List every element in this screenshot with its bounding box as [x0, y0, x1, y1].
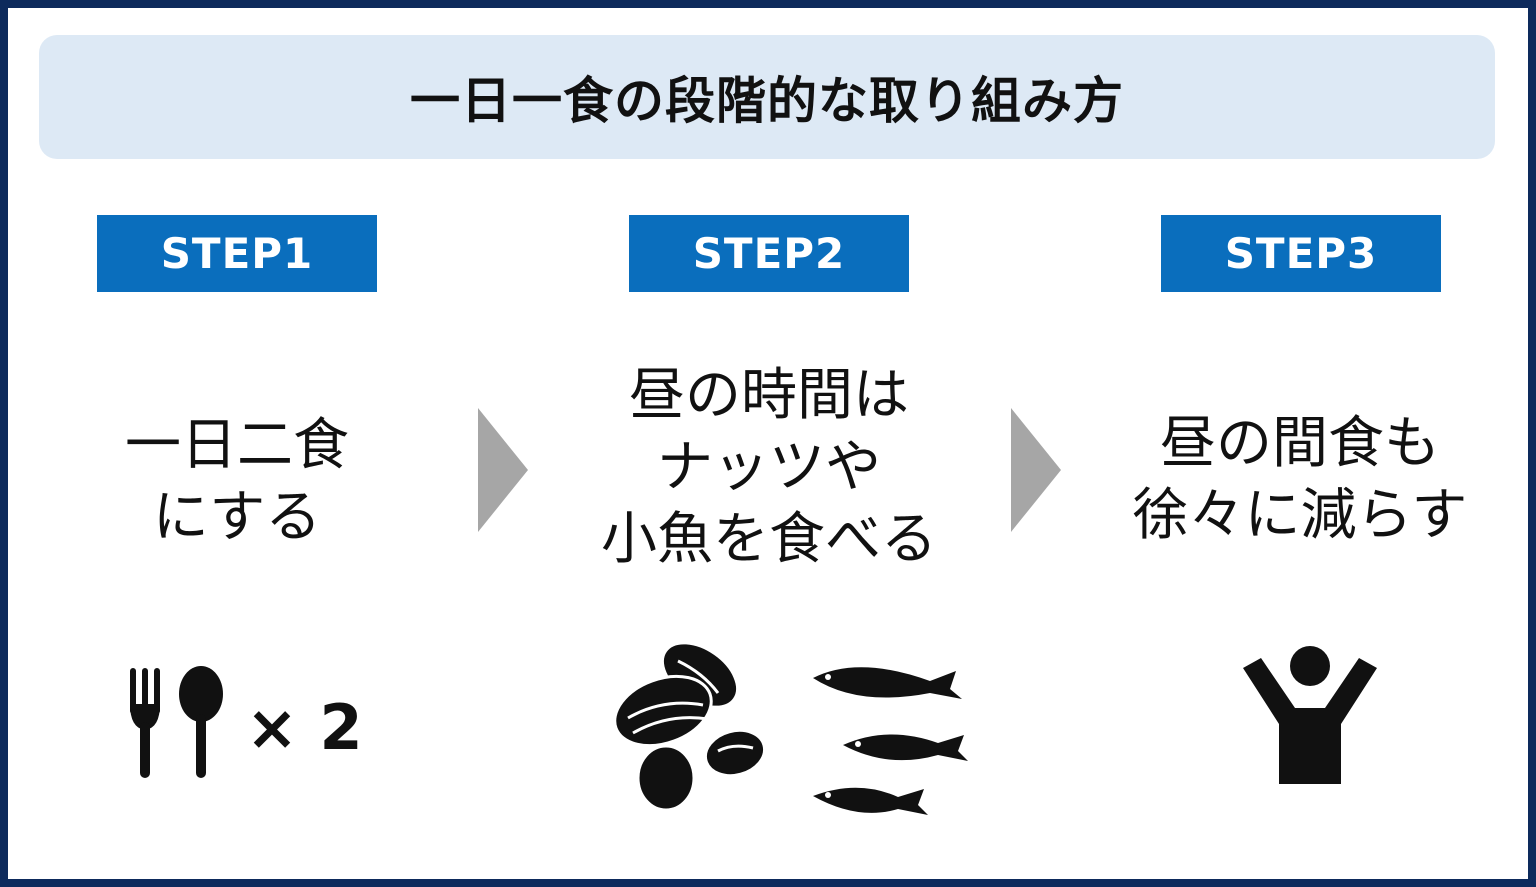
- step2-badge: STEP2: [629, 215, 909, 292]
- step1-badge: STEP1: [97, 215, 377, 292]
- small-fish-icon: [813, 667, 968, 815]
- person-arms-raised-icon: [1243, 646, 1377, 784]
- step3-badge: STEP3: [1161, 215, 1441, 292]
- almonds-icon: [613, 641, 767, 812]
- fork-and-spoon-icon: [130, 666, 223, 778]
- step1-text: 一日二食 にする: [17, 410, 457, 554]
- step3-line-2: 徐々に減らす: [1132, 483, 1468, 548]
- step3-line-1: 昼の間食も: [1160, 411, 1440, 476]
- times-two-label: × 2: [246, 691, 363, 764]
- step2-line-1: 昼の時間は: [629, 363, 909, 428]
- step3-text: 昼の間食も 徐々に減らす: [1080, 408, 1520, 552]
- step1-line-1: 一日二食: [125, 413, 349, 478]
- diagram-frame: 一日一食の段階的な取り組み方 STEP1 一日二食 にする × 2 STEP2 …: [8, 8, 1528, 879]
- arrow-right-icon: [1011, 408, 1061, 532]
- step2-line-2: ナッツや: [657, 435, 881, 500]
- step1-line-2: にする: [152, 485, 322, 550]
- arrow-right-icon: [478, 408, 528, 532]
- step2-text: 昼の時間は ナッツや 小魚を食べる: [549, 360, 989, 576]
- step2-line-3: 小魚を食べる: [601, 507, 937, 572]
- diagram-title: 一日一食の段階的な取り組み方: [410, 72, 1124, 130]
- nuts-and-small-fish-icon: [613, 641, 968, 815]
- title-banner: 一日一食の段階的な取り組み方: [39, 35, 1495, 159]
